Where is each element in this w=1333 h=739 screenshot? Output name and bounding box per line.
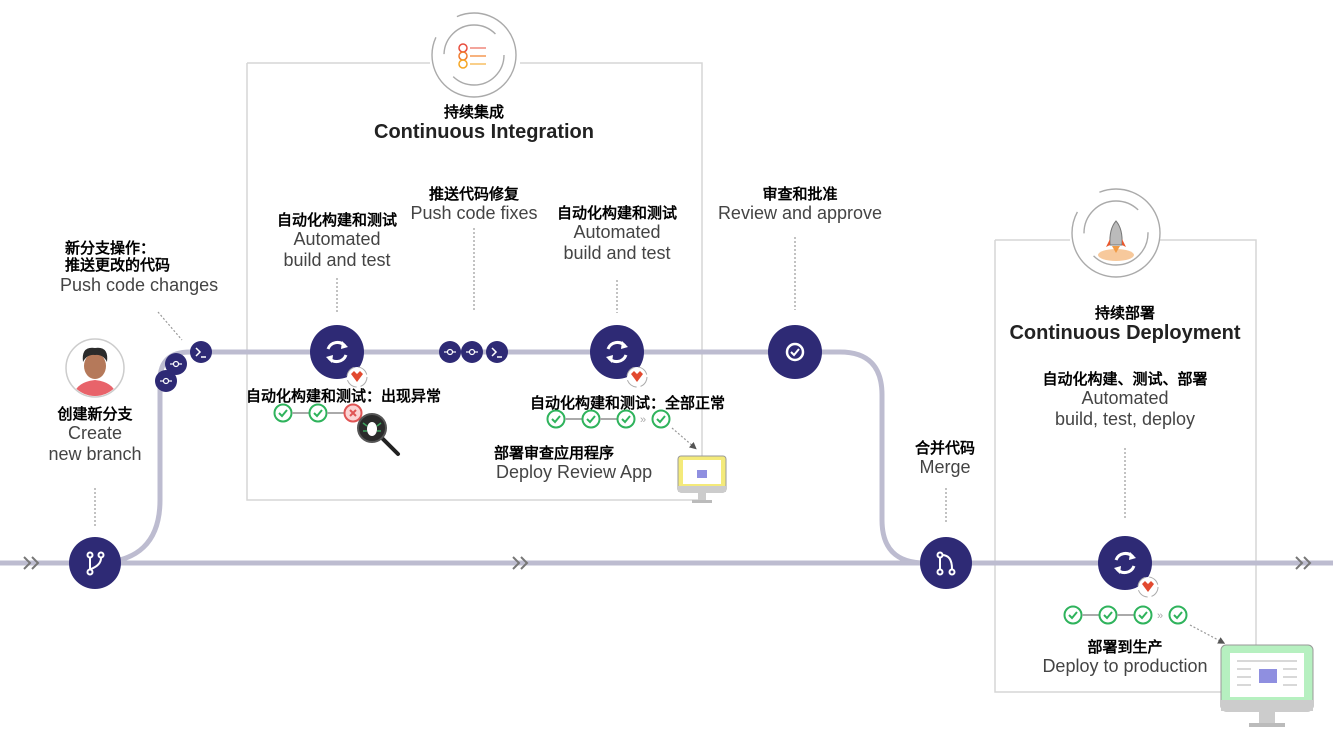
sync-icon <box>590 325 644 379</box>
stage-chevron: » <box>640 414 646 426</box>
flow-chevron-icon <box>23 556 1312 570</box>
stage-success-icon <box>273 403 293 423</box>
sync-icon <box>1098 536 1152 590</box>
merge-icon <box>920 537 972 589</box>
create-branch-en1: Create <box>67 423 123 444</box>
gitlab-runner-icon <box>346 366 1159 598</box>
check-icon <box>656 415 666 424</box>
sync-icon <box>310 325 364 379</box>
step-deploy-prod: 部署到生产 Deploy to production <box>1030 638 1220 677</box>
build-test-2-en1: Automated <box>573 222 661 243</box>
pipeline-passed: » <box>546 409 671 429</box>
ci-section-title: 持续集成 Continuous Integration <box>374 103 594 144</box>
monitor-icon <box>1220 644 1314 727</box>
stage-success-icon <box>581 409 601 429</box>
rocket-cycle-icon <box>1071 188 1161 278</box>
step-review-app: 部署审查应用程序 Deploy Review App <box>494 444 653 483</box>
check-circle-icon <box>768 325 822 379</box>
review-app-en: Deploy Review App <box>496 462 653 483</box>
stage-chevron: » <box>1157 610 1163 622</box>
check-icon <box>621 415 631 424</box>
avatar <box>65 338 125 398</box>
stage-success-icon <box>1133 605 1153 625</box>
step-build-ok: 自动化构建和测试：全部正常 <box>530 394 726 412</box>
x-icon <box>349 409 357 417</box>
bug-magnifier-icon <box>357 413 400 456</box>
deploy-prod-en: Deploy to production <box>1042 656 1208 677</box>
cd-section-title: 持续部署 Continuous Deployment <box>1000 304 1250 345</box>
step-create-branch: 创建新分支 Create new branch <box>30 405 160 465</box>
build-test-2-en2: build and test <box>563 242 671 263</box>
check-icon <box>1068 611 1078 620</box>
check-icon <box>586 415 596 424</box>
push-fixes-zh: 推送代码修复 <box>428 185 519 203</box>
commit-nodes-fixes <box>439 341 508 363</box>
push-changes-en: Push code changes <box>60 274 219 295</box>
review-approve-zh: 审查和批准 <box>762 185 838 203</box>
push-changes-zh1: 新分支操作： <box>65 239 156 257</box>
check-icon <box>278 409 288 418</box>
review-approve-en: Review and approve <box>717 203 883 224</box>
check-icon <box>551 415 561 424</box>
checklist-cycle-icon <box>431 12 517 98</box>
build-deploy-zh: 自动化构建、测试、部署 <box>1042 370 1208 388</box>
leader-lines <box>94 228 1226 644</box>
pipeline-production: » <box>1063 605 1188 625</box>
step-merge: 合并代码 Merge <box>895 439 995 478</box>
stage-success-icon <box>1063 605 1083 625</box>
check-icon <box>1173 611 1183 620</box>
stage-success-icon <box>1168 605 1188 625</box>
stage-success-icon <box>616 409 636 429</box>
merge-zh: 合并代码 <box>914 439 975 457</box>
stage-success-icon <box>651 409 671 429</box>
cd-title-zh: 持续部署 <box>1094 304 1155 322</box>
push-fixes-en: Push code fixes <box>410 203 538 224</box>
pipeline-failed <box>273 403 363 423</box>
check-icon <box>1103 611 1113 620</box>
build-deploy-en2: build, test, deploy <box>1054 408 1196 429</box>
monitor-icon <box>677 455 727 503</box>
build-ok-zh: 自动化构建和测试：全部正常 <box>530 394 726 412</box>
stage-success-icon <box>308 403 328 423</box>
create-branch-zh: 创建新分支 <box>57 405 133 423</box>
build-test-1-zh: 自动化构建和测试 <box>276 211 397 229</box>
step-review-approve: 审查和批准 Review and approve <box>705 185 895 224</box>
build-fail-zh: 自动化构建和测试：出现异常 <box>246 387 442 405</box>
merge-en: Merge <box>919 457 971 478</box>
ci-title-en: Continuous Integration <box>374 121 594 144</box>
step-build-test-2: 自动化构建和测试 Automated build and test <box>537 204 697 264</box>
stage-success-icon <box>546 409 566 429</box>
build-test-1-en1: Automated <box>293 229 381 250</box>
step-push-fixes: 推送代码修复 Push code fixes <box>394 185 554 224</box>
create-branch-en2: new branch <box>48 443 142 464</box>
push-changes-zh2: 推送更改的代码 <box>65 256 171 275</box>
build-deploy-en1: Automated <box>1081 388 1169 409</box>
step-push-changes: 新分支操作： 推送更改的代码 Push code changes <box>55 239 219 295</box>
ci-title-zh: 持续集成 <box>443 103 504 121</box>
stage-success-icon <box>1098 605 1118 625</box>
step-build-fail: 自动化构建和测试：出现异常 <box>246 387 442 405</box>
build-test-1-en2: build and test <box>283 249 391 270</box>
deploy-prod-zh: 部署到生产 <box>1087 638 1163 656</box>
cd-title-en: Continuous Deployment <box>1009 322 1241 345</box>
branch-icon <box>69 537 121 589</box>
step-build-test-1: 自动化构建和测试 Automated build and test <box>257 211 417 271</box>
review-app-zh: 部署审查应用程序 <box>494 444 615 462</box>
build-test-2-zh: 自动化构建和测试 <box>556 204 677 222</box>
step-build-deploy: 自动化构建、测试、部署 Automated build, test, deplo… <box>1010 370 1240 430</box>
check-icon <box>313 409 323 418</box>
check-icon <box>1138 611 1148 620</box>
commit-nodes-left <box>155 341 212 392</box>
